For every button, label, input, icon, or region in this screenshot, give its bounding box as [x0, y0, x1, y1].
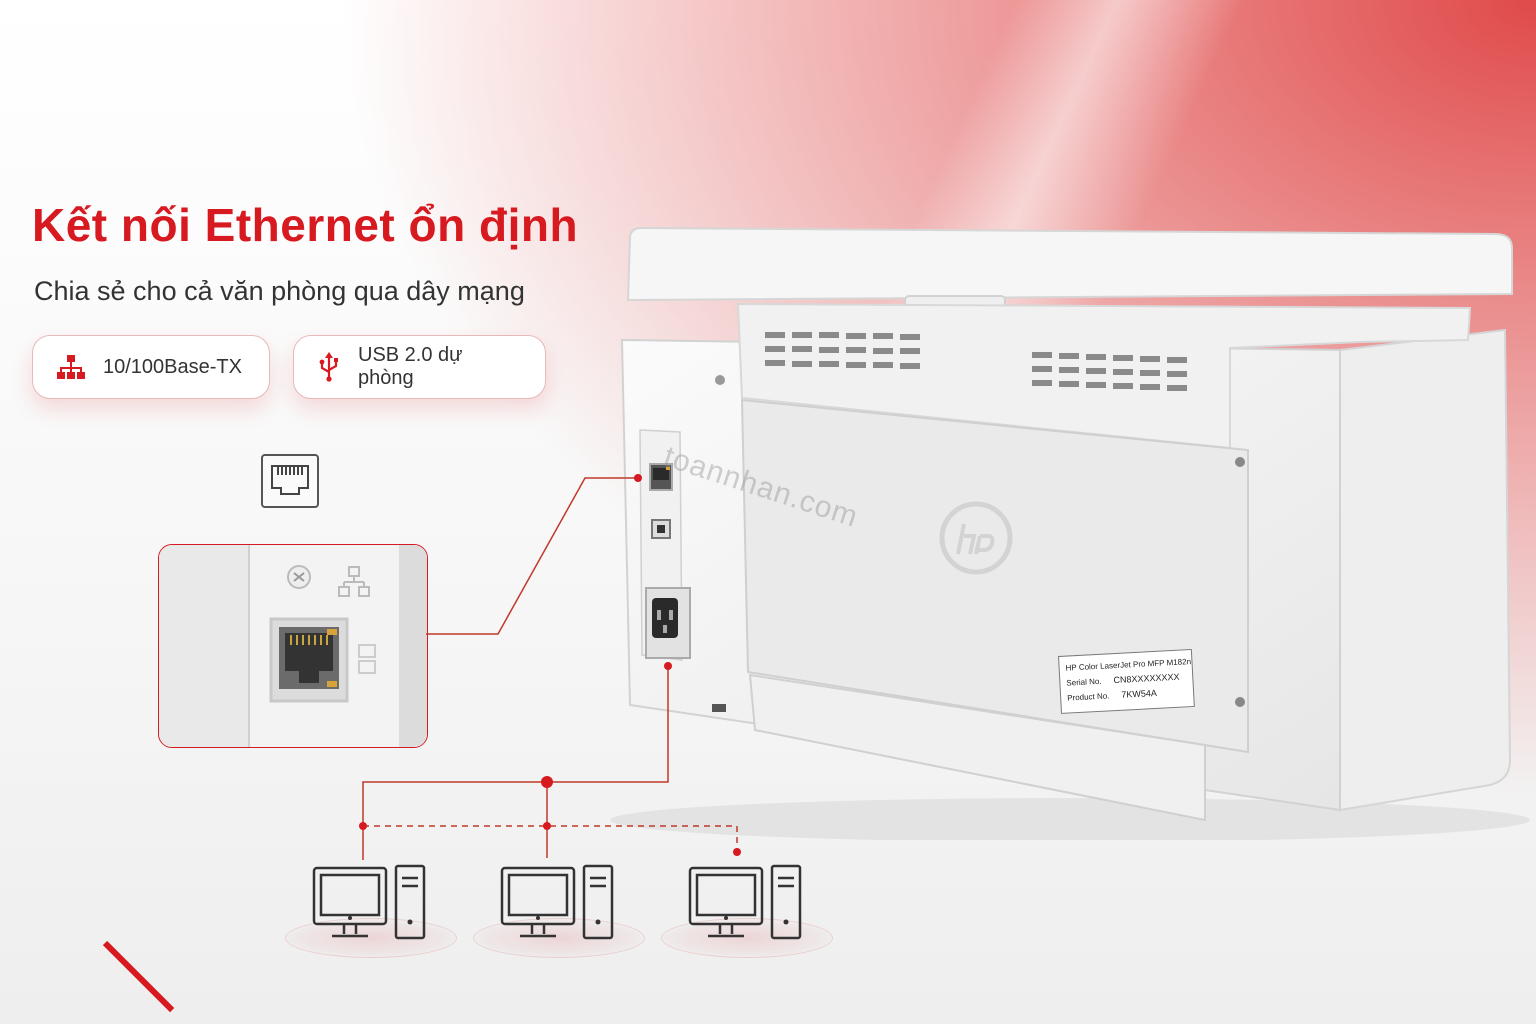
- headline: Kết nối Ethernet ổn định: [32, 199, 579, 251]
- feature-pill-usb: USB 2.0 dự phòng: [293, 335, 546, 399]
- computer-icon: [312, 864, 426, 940]
- printer-label: HP Color LaserJet Pro MFP M182n Serial N…: [1058, 648, 1195, 714]
- ethernet-port-closeup: [158, 544, 428, 748]
- network-icon: [57, 355, 85, 379]
- subtitle: Chia sẻ cho cả văn phòng qua dây mạng: [34, 276, 525, 306]
- feature-pill-ethernet: 10/100Base-TX: [32, 335, 270, 399]
- product-label: Product No.: [1066, 691, 1110, 703]
- feature-label: 10/100Base-TX: [103, 355, 242, 378]
- printer-rear-view: [610, 226, 1530, 840]
- usb-icon: [319, 352, 338, 382]
- serial-label: Serial No.: [1066, 676, 1102, 688]
- computer-glow: [661, 918, 833, 958]
- feature-label: USB 2.0 dự phòng: [358, 344, 463, 389]
- computer-icon: [500, 864, 614, 940]
- computer-icon: [688, 864, 802, 940]
- product-value: 7KW54A: [1121, 687, 1158, 700]
- ethernet-port-icon: [261, 454, 319, 508]
